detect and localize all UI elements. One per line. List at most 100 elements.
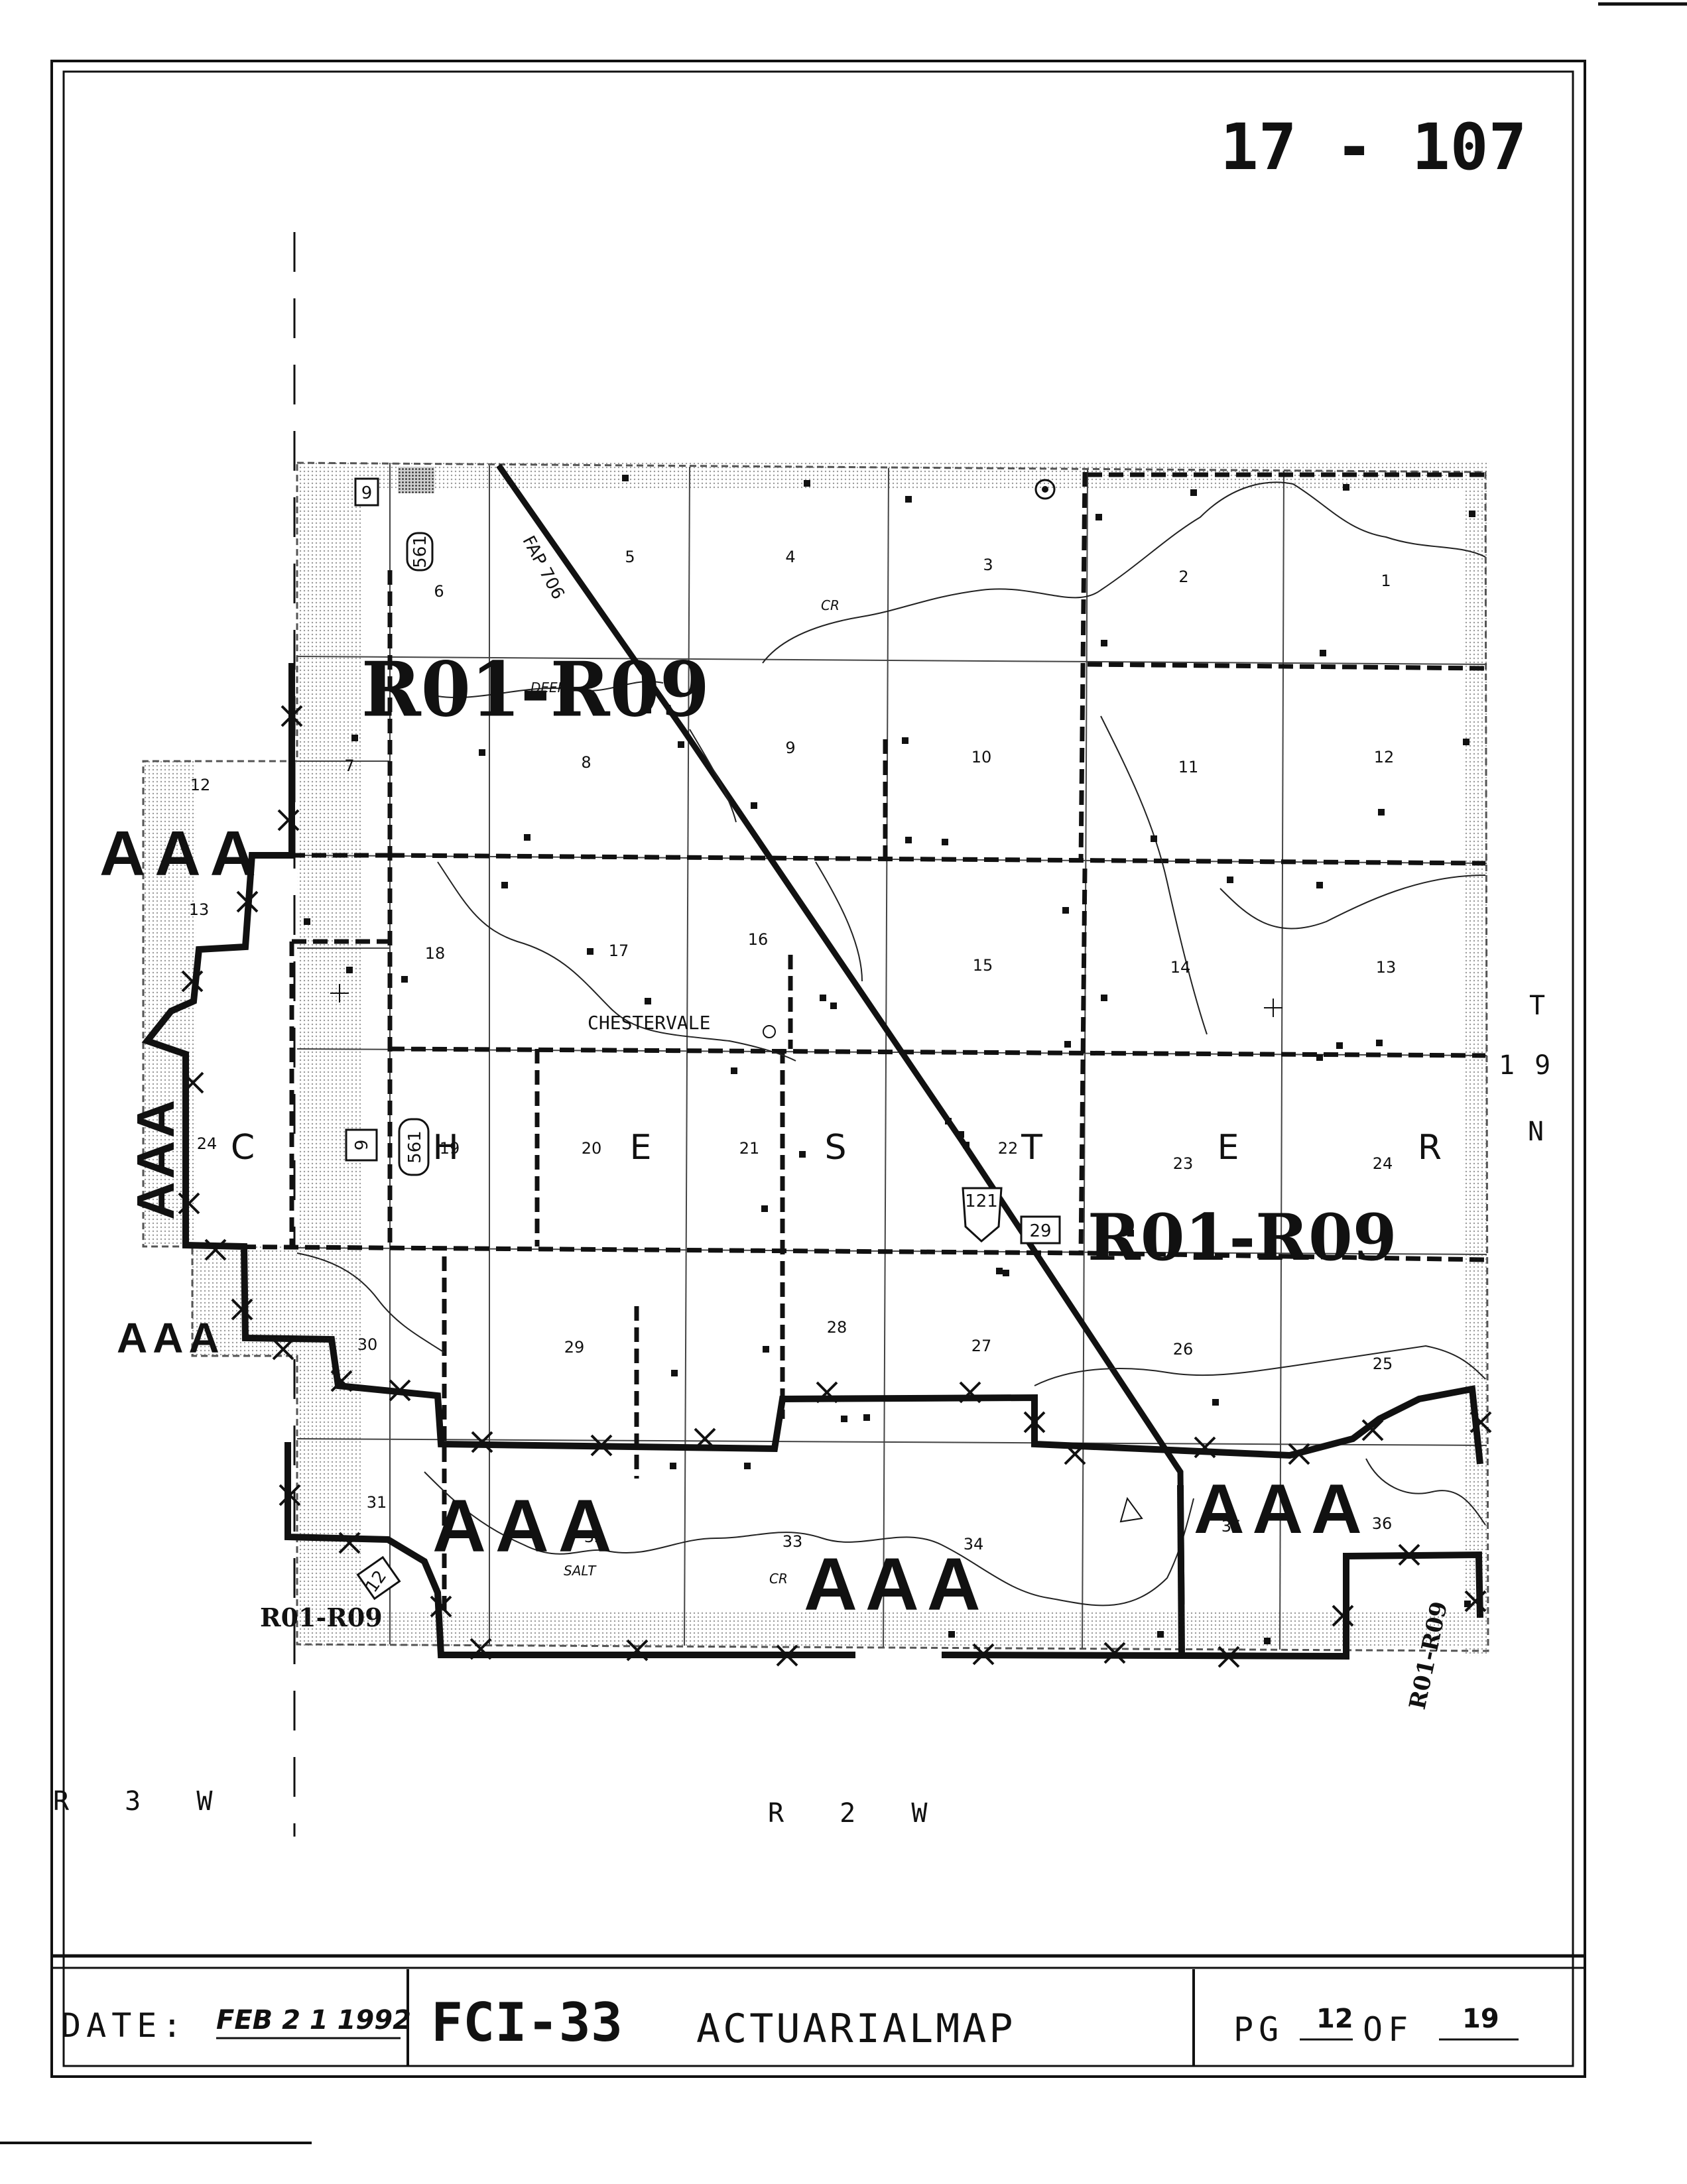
section-number: 1 [1381, 572, 1391, 590]
county-letter: E [630, 1128, 652, 1168]
zone-label-aaa: AAA [117, 1314, 225, 1362]
section-number: 21 [739, 1139, 760, 1158]
roads [198, 471, 1486, 1611]
triangle-symbol [1119, 1496, 1143, 1523]
section-number: 6 [434, 582, 444, 601]
range-label-main: R 2 W [768, 1798, 947, 1829]
cross-symbol [330, 984, 349, 1002]
stream-label-deer: DEER [531, 680, 567, 696]
highway-shield-9 [354, 477, 379, 507]
section-labels: 1 2 3 4 5 6 7 8 9 10 11 12 13 14 15 16 1… [189, 548, 1397, 1553]
section-number: 14 [1170, 958, 1191, 977]
section-number: 28 [827, 1318, 847, 1337]
zone-label-aaa: AAA [99, 818, 265, 889]
section-number: 13 [1376, 958, 1397, 977]
date-label: DATE: [61, 2006, 188, 2045]
highway-number-9: 9 [361, 483, 373, 503]
section-number: 27 [971, 1337, 992, 1355]
highway-number-9-lower: 9 [352, 1140, 372, 1151]
section-number: 19 [440, 1139, 460, 1158]
county-letter: S [824, 1128, 846, 1168]
section-number: 7 [344, 757, 354, 775]
highway-shield-121 [962, 1187, 1003, 1243]
zone-label-aaa: AAA [804, 1543, 989, 1626]
section-number: 24 [197, 1134, 218, 1153]
section-number: 2 [1178, 568, 1188, 586]
town-symbol [763, 1025, 776, 1038]
section-number: 34 [964, 1535, 984, 1553]
church-symbol [1034, 479, 1056, 500]
highway-label-fap: FAP 706 [518, 532, 568, 603]
highway-diagonal [496, 463, 1185, 1605]
stream-label-cr-top: CR [821, 597, 840, 613]
highway-number-561-lower: 561 [405, 1130, 425, 1164]
place-name: CHESTERVALE [588, 1012, 710, 1034]
highway-shield-561 [406, 532, 434, 572]
section-number: 23 [1173, 1154, 1194, 1173]
section-number: 5 [625, 548, 635, 566]
county-letter: T [1021, 1128, 1042, 1168]
section-number: 11 [1178, 758, 1199, 776]
form-number: FCI-33 [431, 1992, 623, 2053]
section-number: 25 [1373, 1355, 1393, 1373]
section-number: 22 [998, 1139, 1019, 1158]
section-number: 29 [564, 1338, 585, 1357]
highway-shield-29 [1020, 1215, 1061, 1244]
stream-label-salt: SALT [564, 1563, 597, 1579]
highway-shields: FAP 706 9 561 9 561 121 29 12 [345, 477, 1061, 1601]
zone-label-aaa: AAA [432, 1485, 621, 1567]
township-label: T 19 N [1499, 991, 1570, 1147]
section-number: 9 [785, 739, 795, 757]
township-outline [142, 461, 1489, 1652]
stream-label-cr-bottom: CR [769, 1571, 788, 1587]
section-number: 31 [367, 1493, 387, 1512]
section-number: 32 [584, 1528, 605, 1546]
cross-symbol [1264, 999, 1282, 1017]
section-number: 13 [189, 900, 210, 919]
rate-code-label: R01-R09 [1088, 1200, 1397, 1275]
section-number: 17 [609, 941, 629, 960]
county-letter: C [231, 1128, 255, 1168]
township-t: T [1529, 991, 1565, 1021]
date-value: FEB 2 1 1992 [216, 2005, 411, 2035]
section-number: 3 [983, 556, 993, 574]
section-number: 8 [581, 753, 591, 772]
township-n: N [1528, 1117, 1564, 1147]
section-number: 33 [782, 1532, 803, 1551]
highway-shield-561-lower [398, 1118, 430, 1176]
highway-number-561: 561 [410, 535, 430, 568]
county-letter: R [1418, 1128, 1442, 1168]
section-number: 10 [971, 748, 992, 766]
section-number: 15 [973, 956, 993, 975]
building-marks [304, 475, 1475, 1644]
township-number: 19 [1499, 1050, 1570, 1081]
page-total: 19 [1462, 2004, 1499, 2034]
highway-number-121: 121 [965, 1191, 998, 1211]
footer: DATE: FEB 2 1 1992 FCI-33 ACTUARIALMAP P… [52, 1954, 1585, 2066]
boundary-x-marks [178, 705, 1492, 1668]
zone-boundary [141, 663, 1483, 1660]
range-label-west: R 3 W [53, 1786, 232, 1817]
inner-frame [62, 70, 1574, 2067]
section-number: 16 [748, 930, 769, 949]
section-number: 36 [1372, 1514, 1393, 1533]
outer-frame [50, 60, 1586, 2078]
shaded-margins [143, 463, 1489, 1656]
highway-shield-9-lower [345, 1128, 378, 1162]
county-letter: E [1218, 1128, 1239, 1168]
zone-label-aaa: AAA [1194, 1470, 1370, 1548]
county-letter: H [432, 1128, 458, 1168]
section-number: 12 [1374, 748, 1395, 766]
highway-dots [645, 707, 1003, 1274]
rate-code-label: R01-R09 [361, 646, 710, 734]
zone-label-aaa: AAA [126, 1097, 185, 1220]
streams [296, 481, 1486, 1607]
section-number: 35 [1221, 1517, 1242, 1536]
map-title: ACTUARIALMAP [696, 2006, 1015, 2052]
section-number: 24 [1373, 1154, 1393, 1173]
map-number: 17 - 107 [1220, 110, 1527, 184]
zone-labels: AAA AAA AAA AAA AAA AAA [99, 818, 1370, 1626]
section-number: 20 [582, 1139, 602, 1158]
page-number: 12 [1316, 2004, 1353, 2034]
